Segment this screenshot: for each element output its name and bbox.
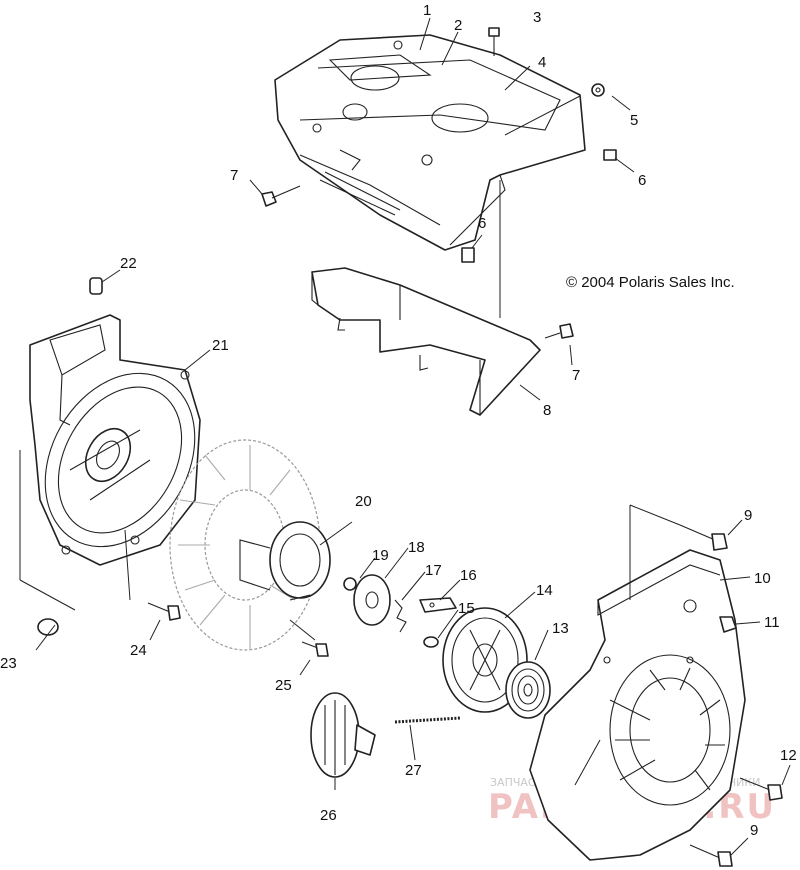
callout-6-lower: 6 <box>478 215 486 232</box>
callout-24: 24 <box>130 642 147 659</box>
callout-15: 15 <box>458 600 475 617</box>
bolt-12 <box>739 777 783 801</box>
ratchet-16 <box>419 597 457 613</box>
callout-14: 14 <box>536 582 553 599</box>
callout-11: 11 <box>764 614 780 631</box>
bolt-7-lower <box>544 323 574 339</box>
callout-21: 21 <box>212 337 229 354</box>
starter-handle-26 <box>310 692 376 778</box>
nut-5 <box>591 83 605 97</box>
blower-housing-21 <box>29 314 201 566</box>
callout-12: 12 <box>780 747 797 764</box>
callout-18: 18 <box>408 539 425 556</box>
callout-8: 8 <box>543 402 551 419</box>
callout-9-lower: 9 <box>750 822 758 839</box>
recoil-spring-13 <box>505 661 551 719</box>
plug-23 <box>37 618 59 636</box>
callout-20: 20 <box>355 493 372 510</box>
friction-plate-18 <box>353 574 391 626</box>
grommet-6-upper <box>603 149 617 161</box>
bolt-9-upper <box>679 524 728 551</box>
callout-13: 13 <box>552 620 569 637</box>
callout-7-upper: 7 <box>230 167 238 184</box>
nut-19 <box>343 577 357 591</box>
dowel-pin-22 <box>89 277 103 295</box>
retaining-ring-15 <box>423 636 439 648</box>
copyright-notice: © 2004 Polaris Sales Inc. <box>566 274 735 291</box>
bolt-24 <box>147 602 181 621</box>
callout-5: 5 <box>630 112 638 129</box>
callout-3: 3 <box>533 9 541 26</box>
callout-19: 19 <box>372 547 389 564</box>
starter-pulley-20 <box>239 521 331 599</box>
callout-1: 1 <box>423 2 431 19</box>
callout-16: 16 <box>460 567 477 584</box>
callout-23: 23 <box>0 655 17 672</box>
bolt-7-upper <box>261 185 301 207</box>
nut-11 <box>719 616 737 633</box>
bolt-25 <box>301 641 329 657</box>
callout-numbers: 1 2 3 4 5 6 6 7 7 8 9 9 10 11 12 13 14 1… <box>0 2 797 839</box>
callout-4: 4 <box>538 54 546 71</box>
spring-17 <box>394 599 407 633</box>
callout-10: 10 <box>754 570 771 587</box>
leader-lines <box>19 17 791 857</box>
callout-2: 2 <box>454 17 462 34</box>
bolt-3 <box>488 27 500 56</box>
bolt-9-lower <box>689 844 733 867</box>
grommet-6-lower <box>461 247 475 263</box>
callout-27: 27 <box>405 762 422 779</box>
fan-shroud-cover <box>274 34 586 251</box>
air-duct-8 <box>311 267 541 416</box>
callout-9-upper: 9 <box>744 507 752 524</box>
callout-22: 22 <box>120 255 137 272</box>
callout-17: 17 <box>425 562 442 579</box>
callout-6-upper: 6 <box>638 172 646 189</box>
callout-7-lower: 7 <box>572 367 580 384</box>
callout-26: 26 <box>320 807 337 824</box>
starter-rope-27 <box>394 716 461 724</box>
callout-25: 25 <box>275 677 292 694</box>
